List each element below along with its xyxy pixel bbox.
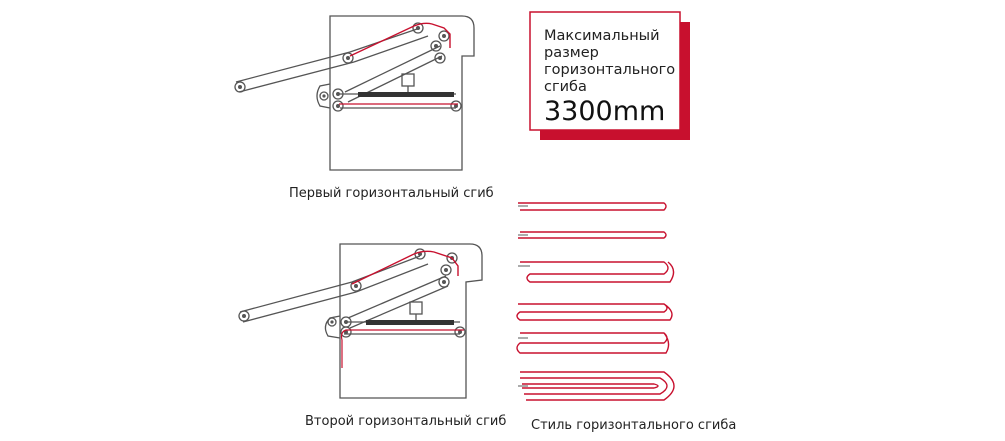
- info-box-line: сгиба: [544, 79, 587, 95]
- caption-first-fold: Первый горизонтальный сгиб: [289, 186, 494, 201]
- folding-plate-icon: [366, 320, 454, 325]
- fold-sample-stacked: [516, 332, 670, 354]
- max-fold-size-box: Максимальный размер горизонтального сгиб…: [529, 11, 690, 140]
- fold-sample-single-alt: [518, 231, 667, 239]
- fold-sample-double: [518, 261, 675, 283]
- fold-sample-multi: [518, 371, 675, 401]
- motor-icon: [409, 301, 423, 315]
- product-path-bottom: [340, 329, 464, 368]
- info-box-line: размер: [544, 45, 599, 61]
- roller-icon: [234, 81, 246, 93]
- roller-icon: [319, 22, 462, 112]
- info-box-line: Максимальный: [544, 28, 660, 44]
- folding-plate-icon: [358, 92, 454, 97]
- caption-second-fold: Второй горизонтальный сгиб: [305, 414, 506, 429]
- fold-sample-double-alt: [516, 303, 673, 321]
- roller-icon: [327, 248, 466, 338]
- product-path: [351, 250, 459, 285]
- fold-sample-single: [518, 202, 667, 211]
- roller-icon: [238, 310, 250, 322]
- motor-icon: [401, 73, 415, 87]
- fold-style-samples: [516, 202, 675, 401]
- caption-fold-style: Стиль горизонтального сгиба: [531, 418, 736, 433]
- info-box-line: горизонтального: [544, 62, 675, 78]
- product-path: [349, 22, 451, 57]
- info-box-value: 3300mm: [544, 96, 665, 127]
